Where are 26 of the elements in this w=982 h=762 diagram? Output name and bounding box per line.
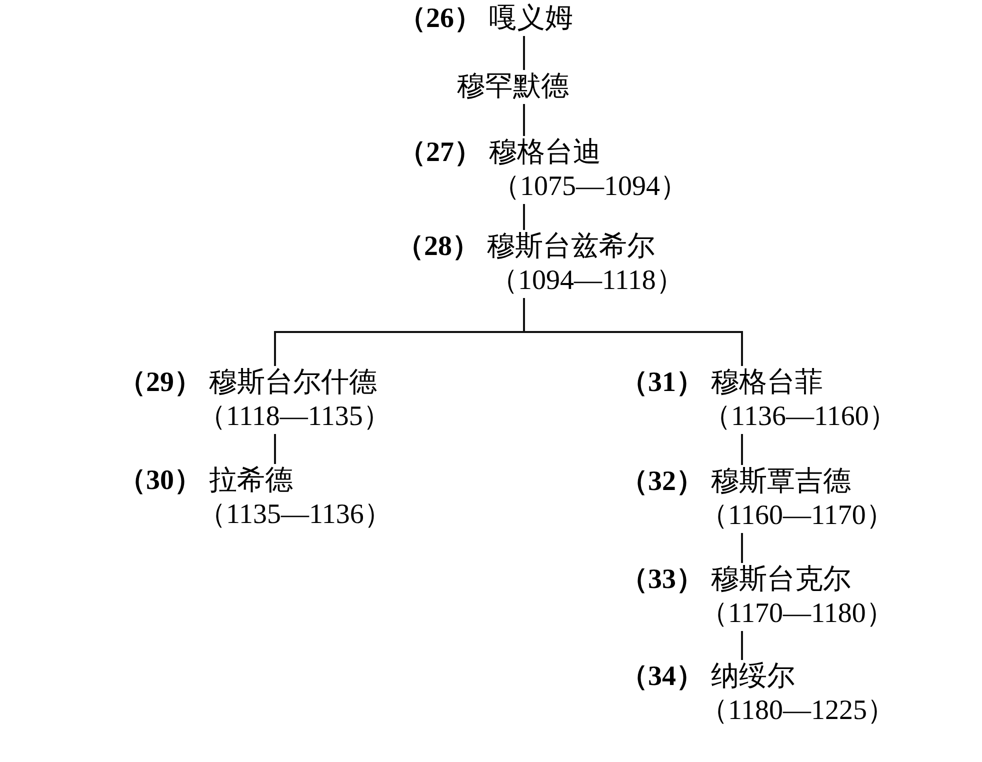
connector-line <box>741 533 743 563</box>
connector-line <box>274 434 276 464</box>
connector-line <box>741 631 743 660</box>
connector-line <box>523 204 525 230</box>
reign-years: （1180—1225） <box>700 694 895 728</box>
connector-line <box>523 104 525 136</box>
ruler-name: （29） 穆斯台尔什德 <box>118 366 377 400</box>
reign-years: （1170—1180） <box>700 597 894 631</box>
ruler-name: （26） 嘎义姆 <box>398 2 573 36</box>
ruler-name: （30） 拉希德 <box>118 464 293 498</box>
connector-line <box>523 36 525 70</box>
ruler-name: 穆罕默德 <box>457 70 569 104</box>
reign-years: （1135—1136） <box>198 498 392 532</box>
ruler-name: （27） 穆格台迪 <box>398 136 601 170</box>
connector-line <box>741 434 743 465</box>
ruler-name: （31） 穆格台菲 <box>620 366 823 400</box>
reign-years: （1094—1118） <box>490 264 684 298</box>
ruler-name: （34） 纳绥尔 <box>620 660 795 694</box>
reign-years: （1136—1160） <box>703 400 897 434</box>
ruler-name: （33） 穆斯台克尔 <box>620 563 851 597</box>
connector-line <box>523 298 743 366</box>
ruler-name: （32） 穆斯覃吉德 <box>620 465 851 499</box>
reign-years: （1160—1170） <box>700 499 894 533</box>
reign-years: （1118—1135） <box>198 400 391 434</box>
reign-years: （1075—1094） <box>492 170 688 204</box>
ruler-name: （28） 穆斯台兹希尔 <box>396 230 655 264</box>
